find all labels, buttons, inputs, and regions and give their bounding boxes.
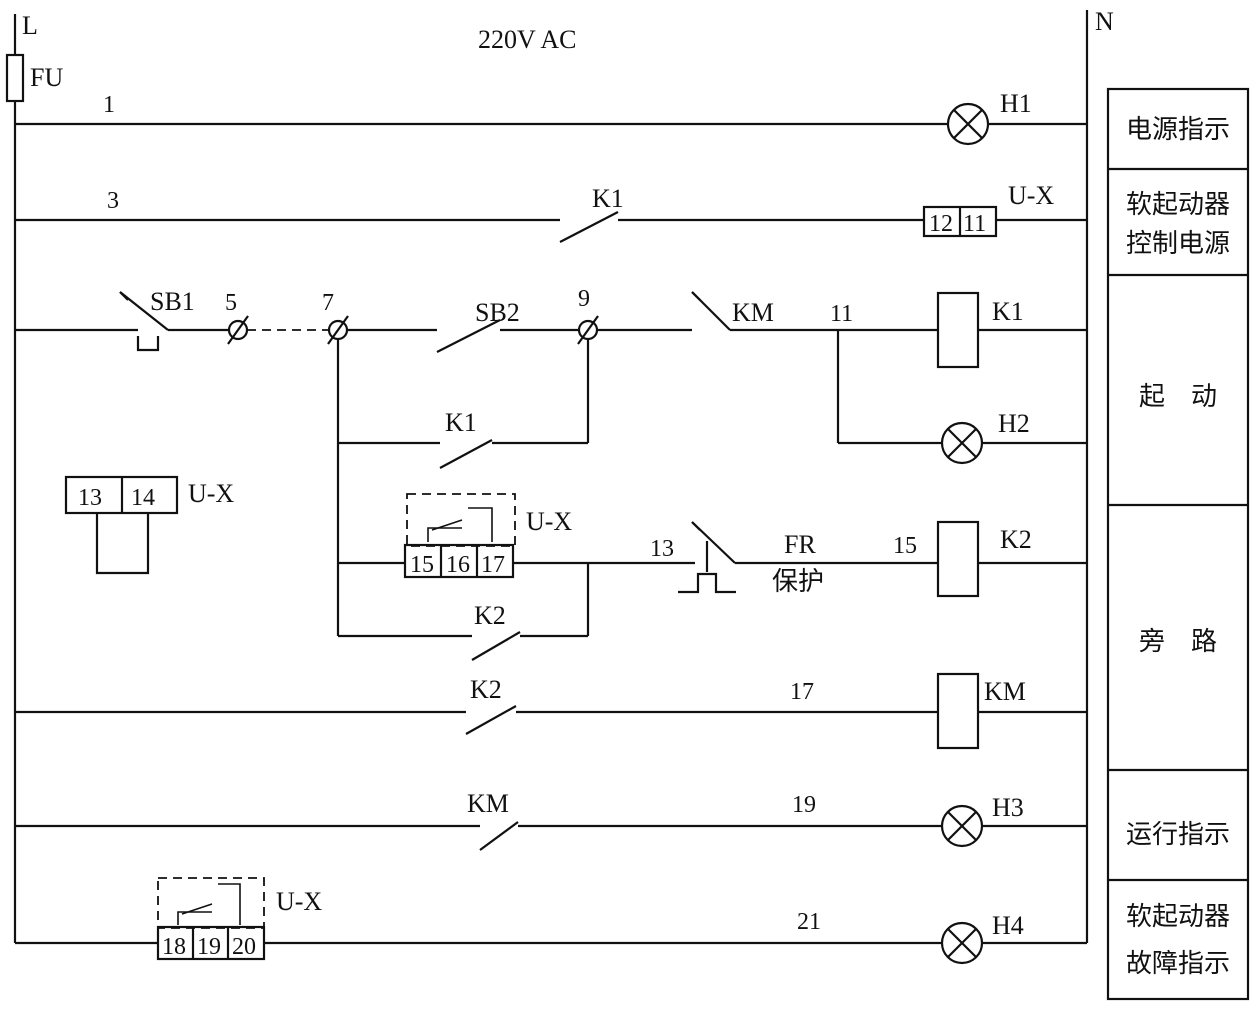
coil-k2-label: K2 (1000, 525, 1032, 554)
sb1-contact (119, 291, 169, 331)
section-running-indicator: 运行指示 (1126, 820, 1230, 850)
row-start: SB1 5 7 SB2 9 KM 11 K1 K1 H2 (15, 286, 1087, 636)
fr-label: FR (784, 530, 816, 559)
coil-k1-label: K1 (992, 297, 1024, 326)
row-km: K2 17 KM (15, 672, 1087, 750)
wire-number-13: 13 (650, 536, 674, 562)
section-start: 起 动 (1139, 382, 1217, 412)
sb1-actuator (136, 336, 160, 352)
row-control-power: 3 K1 12 11 U-X (15, 181, 1087, 243)
fr-note: 保护 (772, 567, 824, 597)
contact-km-label: KM (732, 298, 774, 327)
terminal-16: 16 (446, 552, 470, 578)
soft-starter-label-18-20: U-X (276, 887, 322, 916)
terminal-18: 18 (162, 934, 186, 960)
contact-k2-no (465, 705, 517, 735)
contact-km-no (479, 821, 519, 851)
terminal-13: 13 (78, 485, 102, 511)
wire-number-15: 15 (893, 533, 917, 559)
coil-k1 (936, 291, 980, 369)
supply-label: 220V AC (478, 25, 577, 54)
wire-number-1: 1 (103, 92, 115, 118)
wire-number-11: 11 (830, 301, 853, 327)
lamp-h3 (940, 804, 984, 848)
contact-k2-hold (471, 631, 521, 661)
fuse-label: FU (30, 63, 63, 92)
lamp-h4 (940, 921, 984, 965)
section-control-power-2: 控制电源 (1126, 229, 1230, 259)
soft-starter-label-13-14: U-X (188, 479, 234, 508)
rails: L N 220V AC FU (5, 7, 1114, 943)
fr-thermal (678, 572, 736, 594)
contact-k1-hold-label: K1 (445, 408, 477, 437)
row-power-indicator: 1 H1 (15, 89, 1087, 146)
sb2-contact (436, 319, 501, 353)
terminal-12: 12 (929, 211, 953, 237)
contact-km-row8-label: KM (467, 789, 509, 818)
terminal-11: 11 (963, 211, 986, 237)
terminal-20: 20 (232, 934, 256, 960)
lamp-h1-label: H1 (1000, 89, 1032, 118)
lamp-h2 (940, 421, 984, 465)
wire-number-19: 19 (792, 792, 816, 818)
soft-starter-label-15-17: U-X (526, 507, 572, 536)
row-running-indicator: KM 19 H3 (15, 789, 1087, 851)
coil-k2 (936, 520, 980, 598)
section-fault-indicator-1: 软起动器 (1126, 902, 1230, 932)
section-labels: 电源指示 软起动器 控制电源 起 动 旁 路 运行指示 软起动器 故障指示 (1106, 87, 1250, 1001)
coil-km-label: KM (984, 677, 1026, 706)
contact-k2-hold-label: K2 (474, 601, 506, 630)
neutral-label: N (1095, 7, 1114, 36)
lamp-h4-label: H4 (992, 911, 1024, 940)
terminal-15: 15 (410, 552, 434, 578)
fuse-symbol (5, 53, 25, 103)
terminal-19: 19 (197, 934, 221, 960)
terminal-17: 17 (481, 552, 505, 578)
wire-number-17: 17 (790, 679, 814, 705)
contact-k1-hold (439, 439, 493, 469)
soft-starter-label-power: U-X (1008, 181, 1054, 210)
soft-starter-relay-13-14: 13 14 U-X (64, 475, 234, 575)
sb2-label: SB2 (475, 298, 520, 327)
row-fault-indicator: 18 19 20 U-X 21 H4 (15, 877, 1087, 965)
wire-number-9: 9 (578, 286, 590, 312)
wire-number-7: 7 (322, 290, 334, 316)
terminal-14: 14 (131, 485, 155, 511)
wire-number-21: 21 (797, 909, 821, 935)
row-bypass: 15 16 17 U-X 13 FR 保护 15 K2 K2 (338, 493, 1087, 661)
sb1-label: SB1 (150, 287, 195, 316)
lamp-h1 (946, 102, 990, 146)
line-label: L (22, 11, 38, 40)
contact-k1-no (559, 211, 619, 243)
lamp-h2-label: H2 (998, 409, 1030, 438)
lamp-h3-label: H3 (992, 793, 1024, 822)
wire-number-3: 3 (107, 188, 119, 214)
contact-k1-label: K1 (592, 184, 624, 213)
coil-km (936, 672, 980, 750)
section-power-indicator: 电源指示 (1126, 115, 1230, 145)
section-control-power-1: 软起动器 (1126, 190, 1230, 220)
contact-k2-row7-label: K2 (470, 675, 502, 704)
section-bypass: 旁 路 (1139, 627, 1217, 657)
section-fault-indicator-2: 故障指示 (1126, 949, 1230, 979)
wire-number-5: 5 (225, 290, 237, 316)
